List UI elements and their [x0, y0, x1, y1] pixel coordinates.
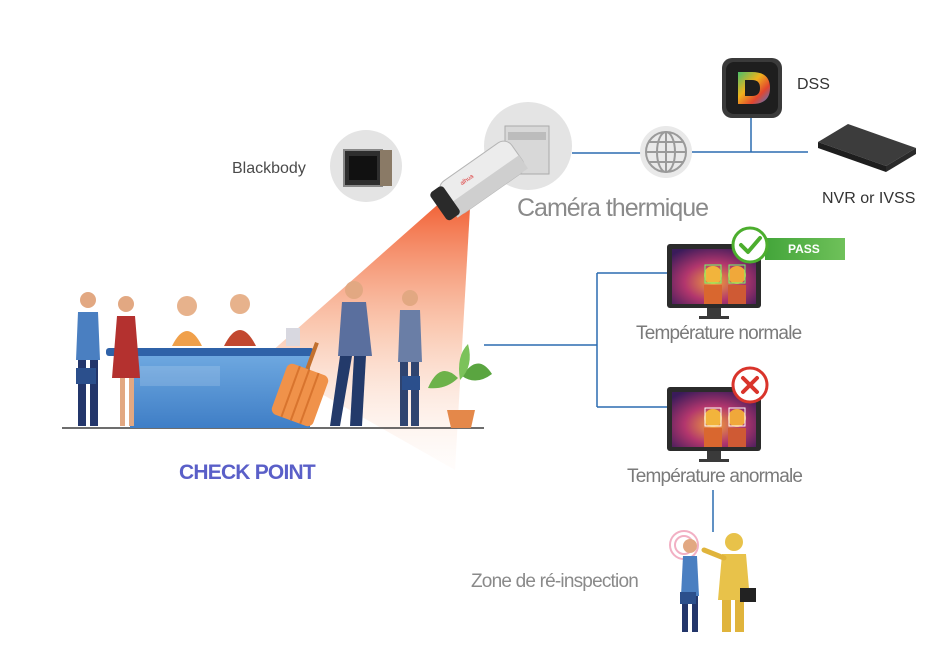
reinspection-scene	[669, 530, 756, 632]
checkpoint-scene	[62, 281, 492, 429]
thermal-camera-label: Caméra thermique	[517, 194, 709, 222]
pass-badge	[765, 238, 845, 260]
check-icon	[731, 226, 769, 264]
blackbody-device-icon	[330, 130, 402, 202]
dss-app-icon	[722, 58, 782, 118]
normal-temperature-label: Température normale	[636, 323, 802, 344]
pass-badge-label: PASS	[788, 242, 820, 256]
abnormal-temperature-label: Température anormale	[627, 466, 803, 487]
dss-label: DSS	[797, 76, 830, 93]
abnormal-temperature-monitor	[667, 387, 761, 462]
blackbody-label: Blackbody	[232, 160, 306, 177]
thermal-bullet-camera-icon: alhua	[430, 102, 572, 221]
reinspection-zone-label: Zone de ré-inspection	[471, 571, 639, 592]
connector-lines	[484, 114, 808, 532]
cross-icon	[731, 366, 769, 404]
nvr-device-icon	[818, 124, 916, 172]
nvr-label: NVR or IVSS	[822, 190, 916, 207]
checkpoint-label: CHECK POINT	[179, 461, 316, 484]
globe-network-icon	[640, 126, 692, 178]
